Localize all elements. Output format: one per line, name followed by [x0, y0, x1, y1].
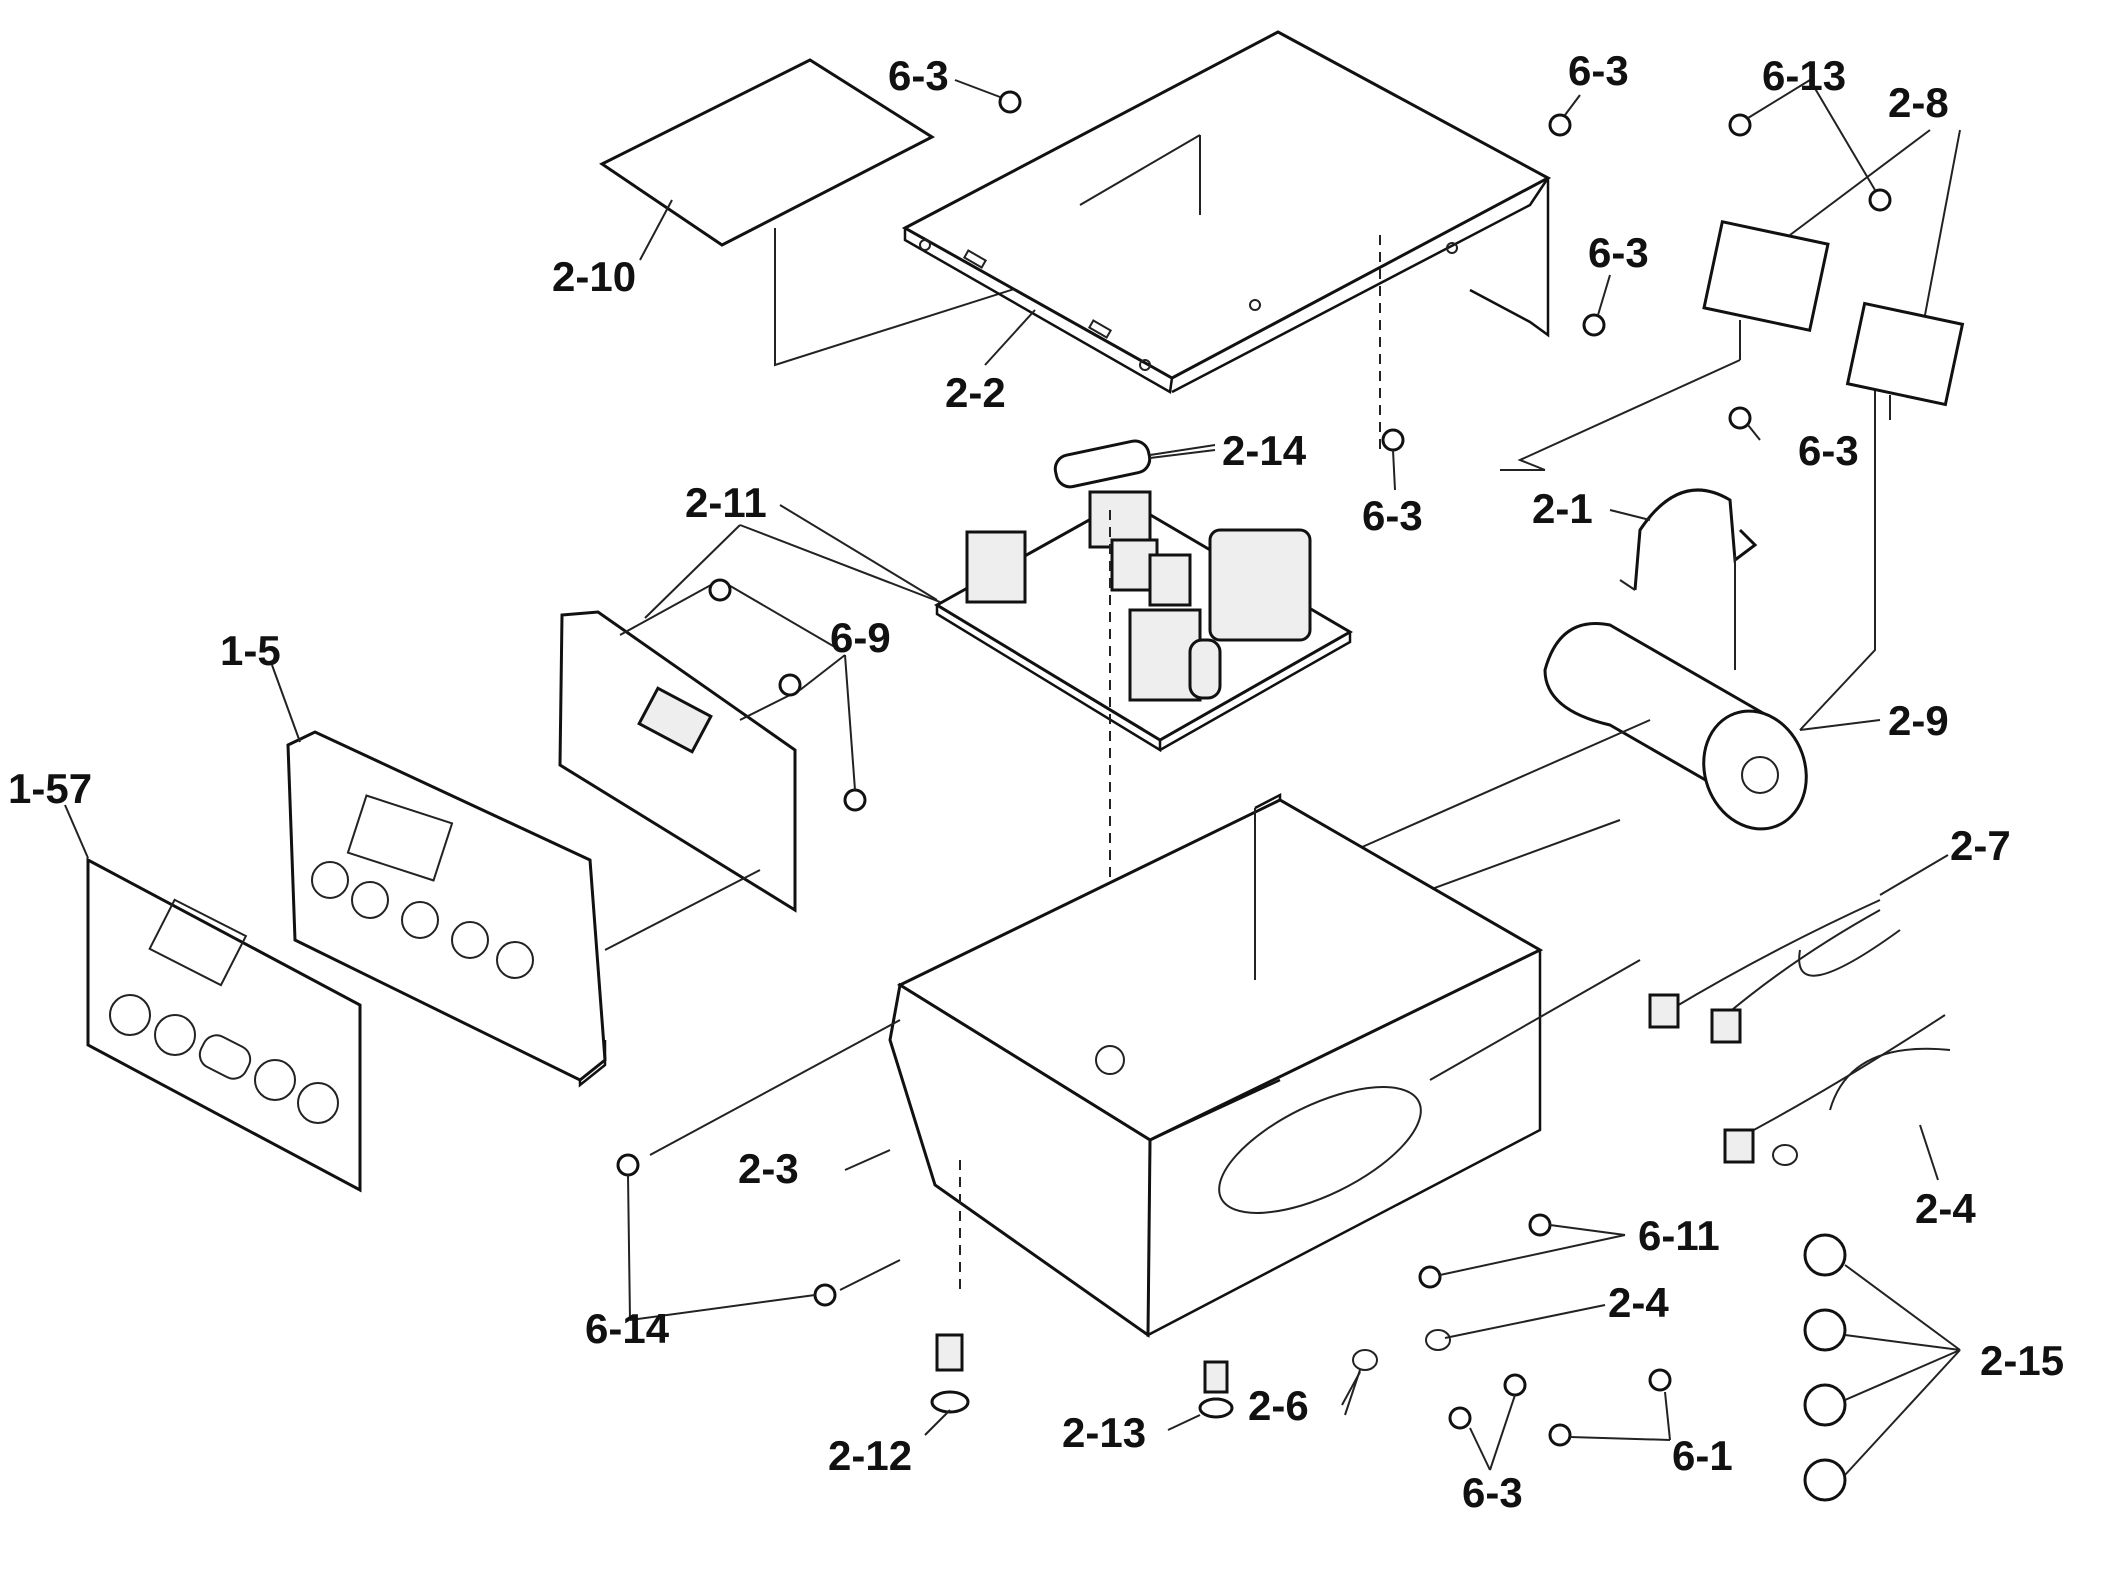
callout-6-3-bracket: 6-3	[1798, 427, 1859, 474]
callout-2-11: 2-11	[685, 479, 767, 526]
callout-2-3: 2-3	[738, 1145, 799, 1192]
part-1-57-faceplate	[86, 857, 362, 1193]
callout-2-2: 2-2	[945, 369, 1006, 416]
callout-6-3-top-left: 6-3	[888, 52, 949, 99]
part-2-11-control-board	[779, 490, 1353, 1050]
callout-6-3-right: 6-3	[1588, 229, 1649, 276]
callout-2-4-terminal: 2-4	[1608, 1279, 1669, 1326]
callout-2-6: 2-6	[1248, 1382, 1309, 1429]
callout-6-11: 6-11	[1638, 1212, 1720, 1259]
callout-2-15: 2-15	[1980, 1337, 2065, 1384]
screws	[616, 90, 1892, 1447]
part-1-5-control-housing	[286, 730, 761, 1088]
part-2-15-clamps	[1803, 1233, 1847, 1502]
callout-2-8: 2-8	[1888, 79, 1949, 126]
part-2-8-relays	[1702, 219, 1965, 420]
callout-2-10: 2-10	[552, 253, 637, 300]
part-6-9-relay-board	[558, 579, 841, 913]
callout-2-9: 2-9	[1888, 697, 1949, 744]
callout-2-4-harness: 2-4	[1915, 1185, 1976, 1232]
callout-6-9: 6-9	[830, 614, 891, 661]
callout-2-13: 2-13	[1062, 1409, 1147, 1456]
callout-6-3-top-right: 6-3	[1568, 47, 1629, 94]
part-2-9-capacitor	[1309, 359, 1876, 931]
part-2-1-bracket	[1619, 488, 1758, 670]
part-2-6-ground-lug	[1344, 1349, 1378, 1416]
part-main-chassis	[649, 792, 1641, 1338]
part-2-14-fuse	[1053, 439, 1216, 489]
callout-1-57: 1-57	[8, 765, 93, 812]
callout-6-1: 6-1	[1672, 1432, 1733, 1479]
part-2-2-top-cover	[901, 30, 1552, 450]
part-2-13-foot	[1198, 1360, 1234, 1419]
part-2-4-harness	[1723, 1014, 1951, 1166]
callout-6-3-bottom: 6-3	[1462, 1469, 1523, 1516]
callout-2-12: 2-12	[828, 1432, 913, 1479]
part-2-4-terminal	[1425, 1329, 1451, 1351]
callout-2-1: 2-1	[1532, 485, 1593, 532]
part-2-7-harness	[1648, 899, 1901, 1044]
callout-2-14: 2-14	[1222, 427, 1307, 474]
callout-1-5: 1-5	[220, 627, 281, 674]
callout-6-13: 6-13	[1762, 52, 1847, 99]
part-2-12-foot	[930, 1333, 970, 1414]
leader-lines	[64, 79, 1961, 1476]
callout-6-14: 6-14	[585, 1305, 670, 1352]
callout-6-3-board: 6-3	[1362, 492, 1423, 539]
callout-2-7: 2-7	[1950, 822, 2011, 869]
